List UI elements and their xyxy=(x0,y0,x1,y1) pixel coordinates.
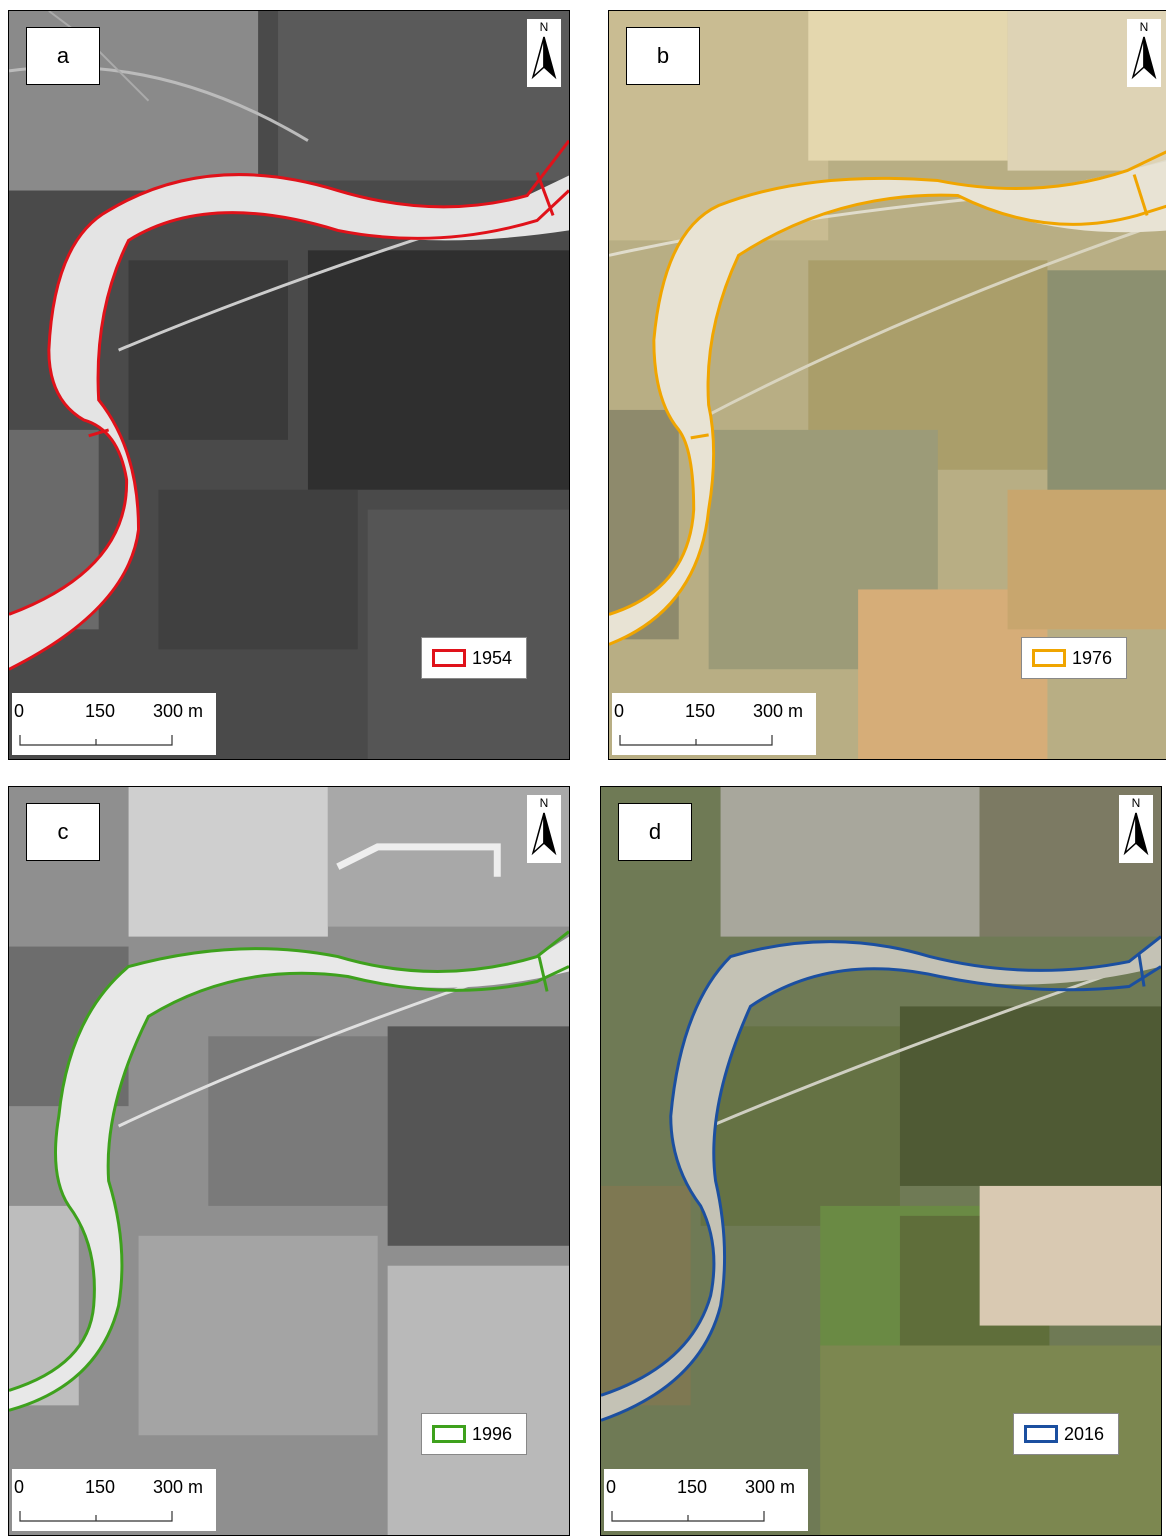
scale-bar: 0 150 300 m xyxy=(12,693,216,755)
legend-swatch xyxy=(432,649,466,667)
aerial-photo-1976 xyxy=(609,11,1166,759)
panel-label: b xyxy=(626,27,700,85)
legend: 1976 xyxy=(1021,637,1127,679)
legend-swatch xyxy=(432,1425,466,1443)
north-label: N xyxy=(1131,796,1141,810)
legend-year: 2016 xyxy=(1064,1423,1105,1444)
north-label: N xyxy=(1139,20,1149,34)
scale-mid: 150 xyxy=(85,701,116,721)
scale-bar: 0 150 300 m xyxy=(612,693,816,755)
map-panel-d: d N 2016 0 150 300 m xyxy=(600,786,1162,1536)
map-panel-c: c N 1996 0 150 300 m xyxy=(8,786,570,1536)
panel-label: c xyxy=(26,803,100,861)
scale-zero: 0 xyxy=(614,701,625,721)
scale-end: 300 m xyxy=(153,1477,204,1497)
scale-end: 300 m xyxy=(753,701,804,721)
legend: 1954 xyxy=(421,637,527,679)
scale-zero: 0 xyxy=(606,1477,617,1497)
north-label: N xyxy=(539,20,549,34)
panel-label: d xyxy=(618,803,692,861)
north-label: N xyxy=(539,796,549,810)
legend-year: 1954 xyxy=(472,647,513,668)
scale-zero: 0 xyxy=(14,1477,25,1497)
scale-end: 300 m xyxy=(153,701,204,721)
aerial-photo-2016 xyxy=(601,787,1161,1535)
legend-year: 1996 xyxy=(472,1423,513,1444)
scale-mid: 150 xyxy=(85,1477,116,1497)
north-arrow-icon: N xyxy=(527,19,561,87)
scale-zero: 0 xyxy=(14,701,25,721)
aerial-photo-1996 xyxy=(9,787,569,1535)
legend-year: 1976 xyxy=(1072,647,1113,668)
north-arrow-icon: N xyxy=(1119,795,1153,863)
scale-bar: 0 150 300 m xyxy=(604,1469,808,1531)
north-arrow-icon: N xyxy=(1127,19,1161,87)
legend-swatch xyxy=(1024,1425,1058,1443)
panel-label: a xyxy=(26,27,100,85)
scale-mid: 150 xyxy=(685,701,716,721)
scale-bar: 0 150 300 m xyxy=(12,1469,216,1531)
map-panel-b: b N 1976 0 150 300 m xyxy=(608,10,1166,760)
legend: 2016 xyxy=(1013,1413,1119,1455)
map-panel-a: a N 1954 0 150 300 m xyxy=(8,10,570,760)
legend: 1996 xyxy=(421,1413,527,1455)
north-arrow-icon: N xyxy=(527,795,561,863)
legend-swatch xyxy=(1032,649,1066,667)
scale-end: 300 m xyxy=(745,1477,796,1497)
scale-mid: 150 xyxy=(677,1477,708,1497)
aerial-photo-1954 xyxy=(9,11,569,759)
